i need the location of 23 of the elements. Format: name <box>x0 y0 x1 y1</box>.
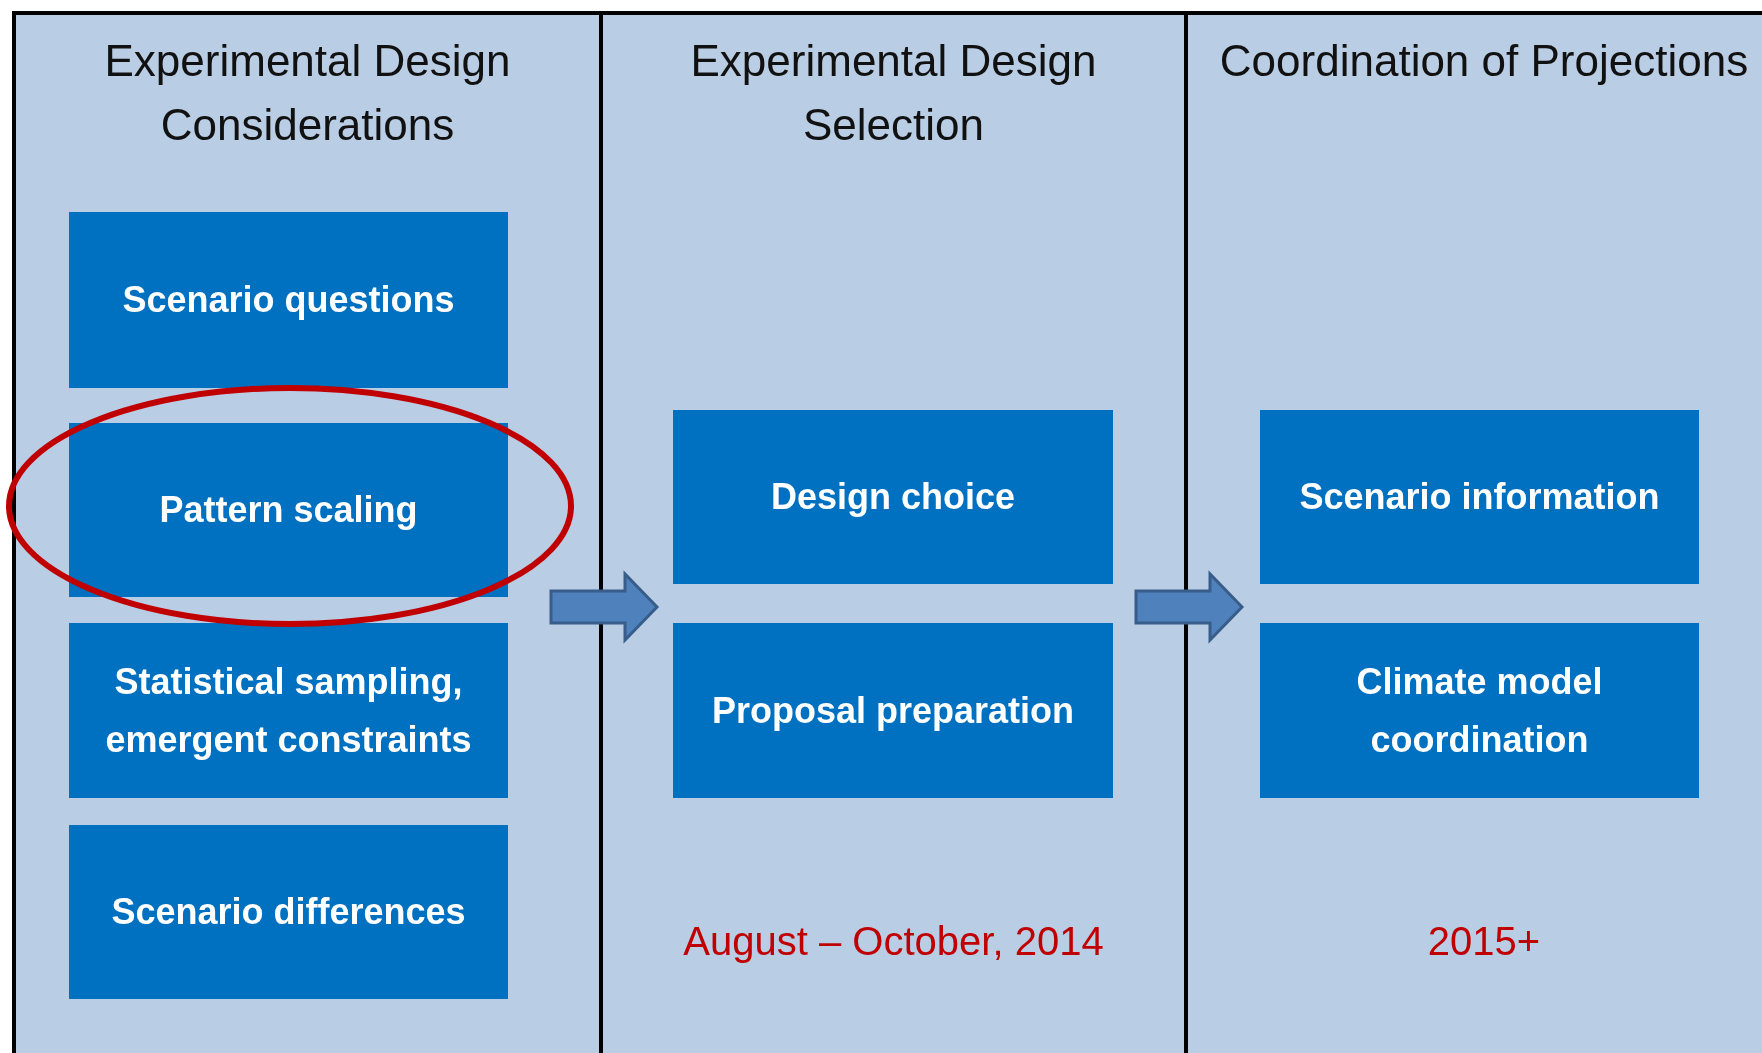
panel-heading: Experimental Design Selection <box>689 35 1098 151</box>
timeframe-label: 2015+ <box>1426 918 1542 965</box>
block-arrow <box>1134 570 1245 644</box>
box-label: Scenario differences <box>110 890 467 934</box>
box-label: Scenario information <box>1298 475 1661 519</box>
panel-heading: Experimental Design Considerations <box>103 35 512 151</box>
process-box <box>673 410 1113 584</box>
box-label: Design choice <box>769 475 1017 519</box>
process-box <box>1260 410 1699 584</box>
timeframe-label: August – October, 2014 <box>682 918 1105 965</box>
process-box <box>69 423 508 597</box>
box-label: Scenario questions <box>121 278 456 322</box>
process-box <box>1260 623 1699 798</box>
process-box <box>673 623 1113 798</box>
box-label: Climate model coordination <box>1355 659 1604 762</box>
block-arrow <box>549 570 660 644</box>
process-box <box>69 825 508 999</box>
box-label: Pattern scaling <box>158 488 419 532</box>
panel-heading: Coordination of Projections <box>1218 35 1750 87</box>
box-label: Proposal preparation <box>710 688 1076 733</box>
box-label: Statistical sampling, emergent constraints <box>104 659 473 762</box>
process-box <box>69 623 508 798</box>
process-box <box>69 212 508 388</box>
